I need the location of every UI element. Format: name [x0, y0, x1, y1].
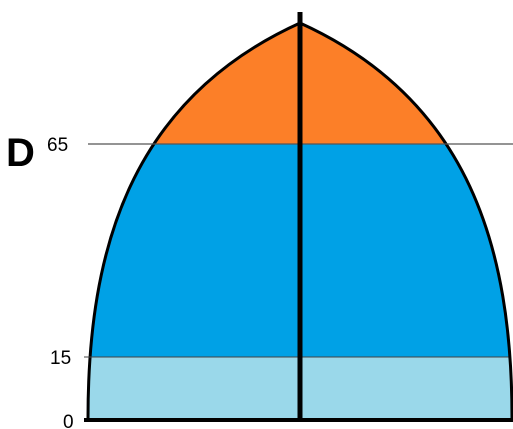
middle-band: [88, 144, 512, 357]
bottom-band: [88, 357, 512, 418]
level-label-base: 0: [63, 412, 74, 429]
dome-fill-group: [88, 23, 512, 418]
level-label-lower: 15: [50, 348, 71, 369]
level-label-upper: 65: [47, 135, 68, 156]
top-band: [88, 23, 512, 144]
panel-letter: D: [6, 131, 35, 175]
